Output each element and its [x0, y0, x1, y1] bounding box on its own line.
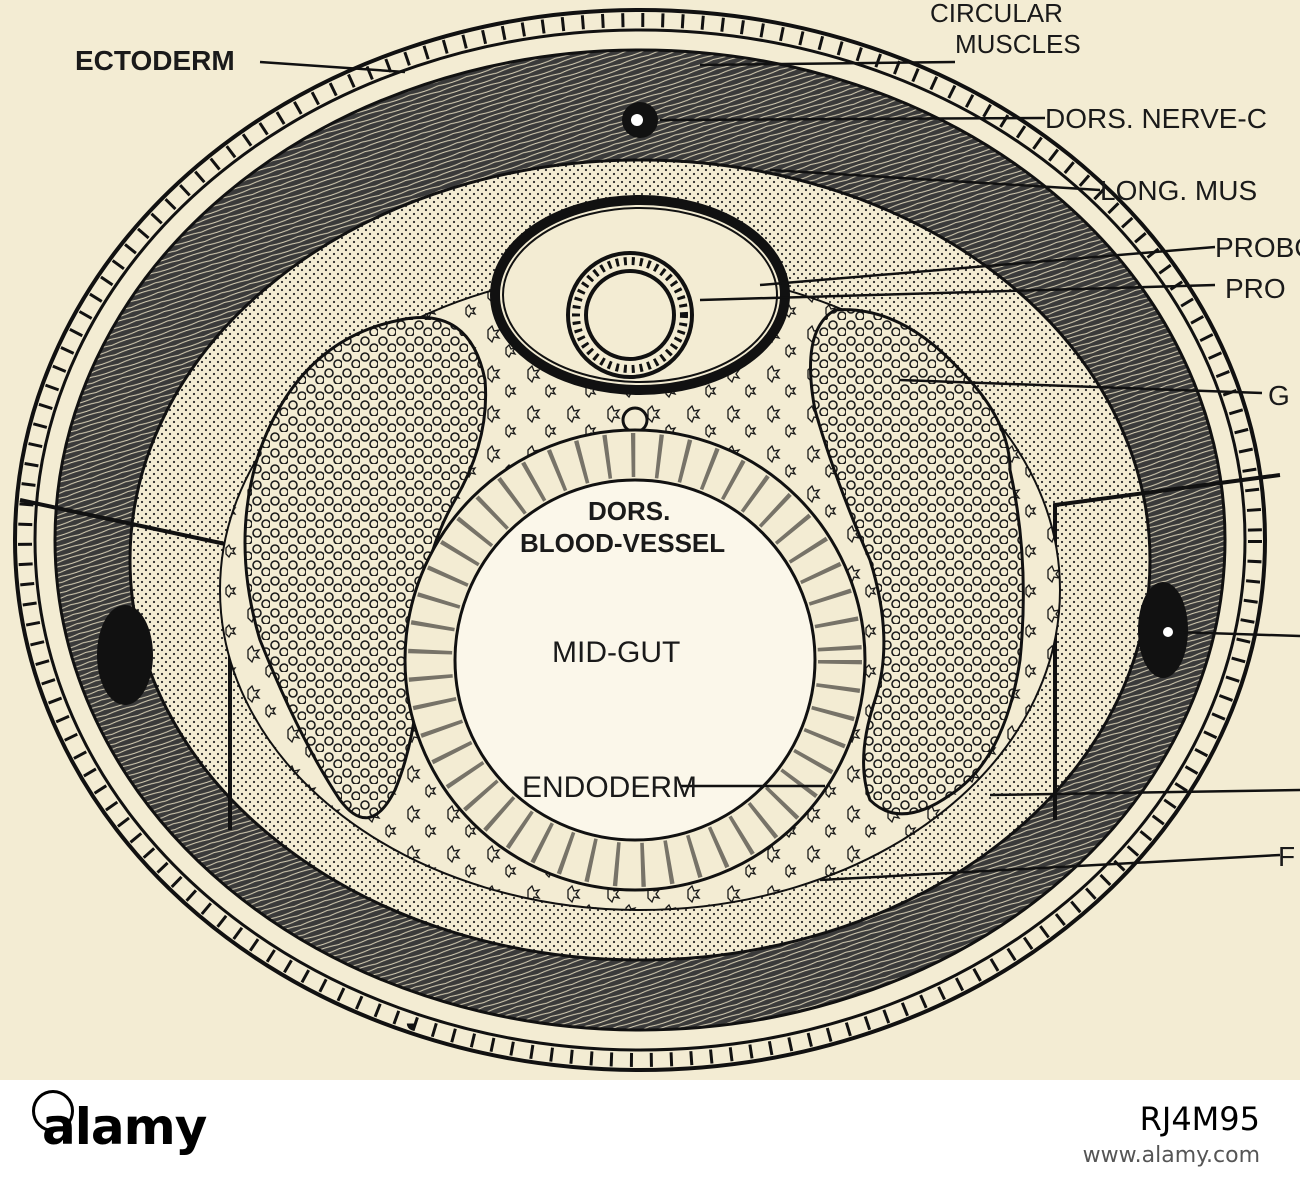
mid-gut-lumen — [453, 478, 817, 842]
label-ectoderm: ECTODERM — [75, 45, 235, 76]
label-pro: PRO — [1225, 273, 1286, 304]
label-circular-1: CIRCULAR — [930, 0, 1063, 28]
watermark-footer — [0, 1080, 1300, 1186]
gonad-right — [809, 308, 1025, 816]
alamy-logo-icon — [32, 1090, 74, 1132]
label-long-muscles: LONG. MUS — [1100, 175, 1257, 206]
label-f: F — [1278, 841, 1295, 872]
label-dors-blood-1: DORS. — [588, 496, 670, 526]
brand-logo: alamy — [42, 1098, 207, 1156]
cross-section-diagram: ECTODERM CIRCULAR MUSCLES DORS. NERVE-C … — [13, 0, 1300, 1072]
stock-image-id: RJ4M95 — [1139, 1100, 1260, 1138]
label-endoderm: ENDODERM — [522, 771, 697, 804]
label-dors-nerve: DORS. NERVE-C — [1045, 103, 1267, 134]
label-g: G — [1268, 380, 1290, 411]
lateral-nerve-right — [1138, 582, 1188, 678]
gonad-left — [243, 316, 488, 820]
label-mid-gut: MID-GUT — [552, 636, 680, 669]
lateral-nerve-left — [97, 605, 153, 705]
label-circular-2: MUSCLES — [955, 29, 1081, 59]
label-dors-blood-2: BLOOD-VESSEL — [520, 528, 725, 558]
label-probo: PROBO — [1215, 232, 1300, 263]
dorsal-blood-vessel — [621, 406, 649, 434]
site-url: www.alamy.com — [1082, 1143, 1260, 1168]
